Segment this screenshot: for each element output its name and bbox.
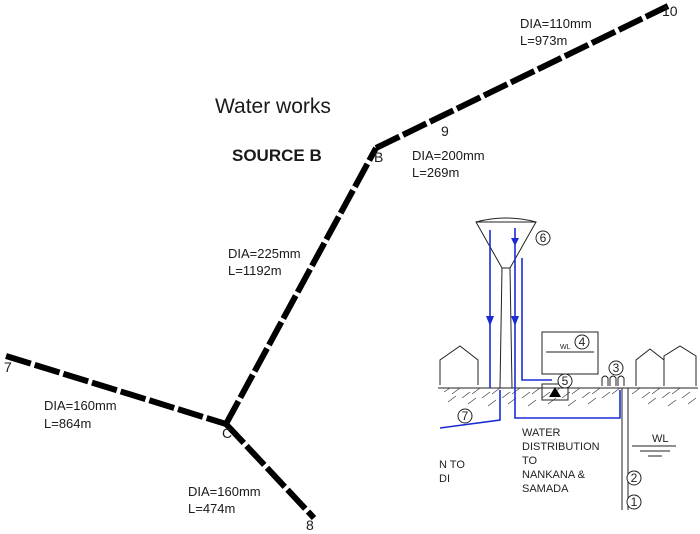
node-label-b: B bbox=[374, 149, 383, 165]
house-outline-right-1 bbox=[635, 348, 665, 386]
callout-4: 4 bbox=[574, 334, 590, 350]
pipe-dia: DIA=160mm bbox=[44, 398, 117, 413]
svg-text:2: 2 bbox=[631, 471, 638, 485]
flow-line-riser bbox=[521, 258, 552, 381]
svg-text:4: 4 bbox=[579, 335, 586, 349]
pipe-annotation-7-c: DIA=160mm L=864m bbox=[44, 398, 117, 431]
node-label-9: 9 bbox=[441, 123, 449, 139]
pipe-annotation-9-10: DIA=110mm L=973m bbox=[520, 16, 592, 48]
svg-text:7: 7 bbox=[462, 409, 469, 423]
pipe-c-8 bbox=[223, 421, 317, 521]
distribution-line-3: TO bbox=[522, 455, 538, 467]
overhead-tank bbox=[475, 221, 537, 269]
storage-tubes bbox=[601, 375, 625, 386]
cut-text-line-2: DI bbox=[439, 473, 450, 485]
svg-text:5: 5 bbox=[562, 374, 569, 388]
pipe-dia: DIA=160mm bbox=[188, 484, 261, 499]
pipe-dia: DIA=225mm bbox=[228, 246, 301, 261]
house-outline-right-2 bbox=[663, 345, 697, 386]
cut-text-line-1: N TO bbox=[439, 459, 465, 471]
house-outline-left bbox=[439, 345, 479, 385]
pipe-length: L=474m bbox=[188, 501, 235, 516]
pipe-7-c bbox=[5, 353, 227, 427]
flow-arrow-down-right bbox=[511, 316, 519, 326]
callout-3: 3 bbox=[608, 360, 624, 376]
callout-2: 2 bbox=[626, 470, 642, 486]
pipe-length: L=1192m bbox=[228, 263, 282, 278]
page-title: Water works bbox=[215, 95, 331, 118]
pipe-annotation-b-9: DIA=200mm L=269m bbox=[412, 148, 485, 180]
node-label-7: 7 bbox=[4, 359, 12, 375]
pipe-annotation-c-b: DIA=225mm L=1192m bbox=[228, 246, 301, 278]
flow-arrow-top bbox=[511, 238, 519, 246]
pump-housing bbox=[541, 383, 569, 401]
source-label: SOURCE B bbox=[232, 146, 322, 165]
tank-column-right bbox=[509, 267, 513, 389]
distribution-text: WATER DISTRIBUTION TO NANKANA & SAMADA bbox=[522, 427, 603, 495]
pipe-length: L=864m bbox=[44, 416, 91, 431]
pipe-length: L=973m bbox=[520, 33, 567, 48]
svg-text:1: 1 bbox=[631, 495, 638, 509]
pipe-dia: DIA=200mm bbox=[412, 148, 485, 163]
tank-column-left bbox=[499, 267, 503, 389]
flow-line-outlet bbox=[439, 390, 501, 429]
distribution-line-2: DISTRIBUTION bbox=[522, 441, 600, 453]
pump-icon bbox=[549, 387, 561, 397]
pipe-network bbox=[5, 3, 670, 521]
groundwater-wl-label: WL bbox=[652, 433, 669, 445]
water-works-schematic: WL WL WATER DISTRIBUTION TO NANKANA & SA… bbox=[438, 217, 698, 510]
distribution-line-4: NANKANA & bbox=[522, 469, 586, 481]
tank-lid bbox=[475, 217, 537, 223]
distribution-line-1: WATER bbox=[522, 427, 561, 439]
distribution-line-5: SAMADA bbox=[522, 483, 569, 495]
flow-line-distribution bbox=[514, 390, 621, 419]
node-label-8: 8 bbox=[306, 517, 314, 533]
node-label-c: C bbox=[222, 425, 232, 441]
pipe-length: L=269m bbox=[412, 165, 459, 180]
ground-hatching bbox=[443, 387, 697, 407]
svg-text:6: 6 bbox=[540, 231, 547, 245]
callout-1: 1 bbox=[626, 494, 642, 510]
reservoir-wl-label: WL bbox=[560, 344, 571, 351]
pipe-9-10 bbox=[374, 3, 670, 151]
callout-7: 7 bbox=[457, 408, 473, 424]
callout-6: 6 bbox=[535, 230, 551, 246]
pipe-annotation-c-8: DIA=160mm L=474m bbox=[188, 484, 261, 516]
flow-arrow-down-left bbox=[486, 316, 494, 326]
pipe-dia: DIA=110mm bbox=[520, 16, 592, 31]
node-label-10: 10 bbox=[662, 3, 678, 19]
cut-text: N TO DI bbox=[439, 459, 468, 485]
pipe-c-b bbox=[223, 146, 379, 426]
svg-text:3: 3 bbox=[613, 361, 620, 375]
ground-reservoir bbox=[541, 331, 599, 375]
callout-5: 5 bbox=[557, 373, 573, 389]
